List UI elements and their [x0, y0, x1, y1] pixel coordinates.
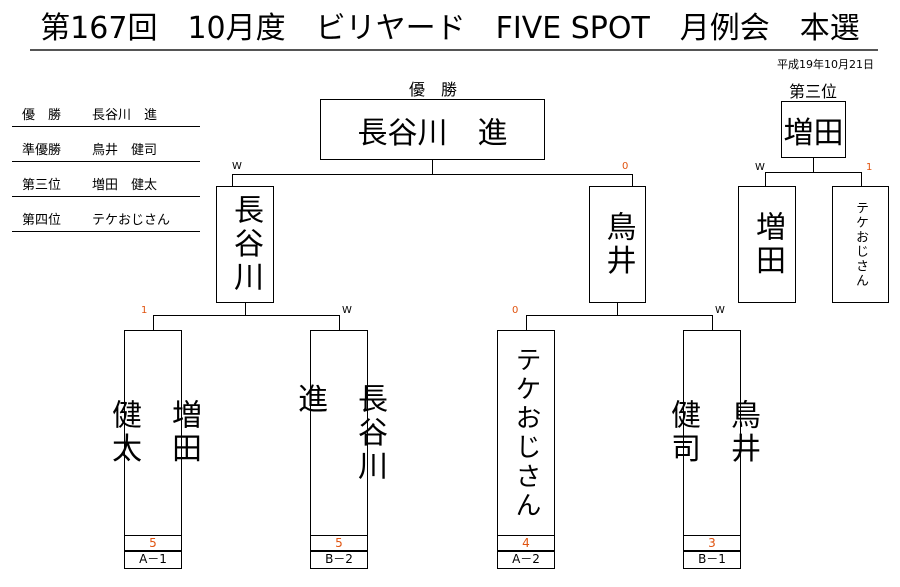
bracket-line	[245, 303, 246, 315]
player-score: 3	[683, 535, 741, 551]
result-row-1: 優 勝 長谷川 進	[12, 104, 200, 127]
player-score: 4	[497, 535, 555, 551]
result-rank: 準優勝	[22, 143, 62, 158]
player-box: 増田 健太	[106, 330, 201, 536]
third-right-mark: 1	[866, 162, 873, 173]
third-place-name: 増田	[783, 115, 844, 151]
player-score: 5	[124, 535, 182, 551]
player-score: 5	[310, 535, 368, 551]
result-rank: 第三位	[22, 178, 62, 193]
final-left-mark: W	[232, 161, 242, 172]
final-right-mark: 0	[622, 161, 629, 172]
player-group: B－2	[310, 551, 368, 569]
third-left-mark: W	[755, 162, 765, 173]
bracket-line	[526, 315, 712, 316]
third-player-name: テケおじさん	[853, 200, 868, 289]
third-place-caption: 第三位	[788, 82, 837, 101]
third-place-box: 増田	[781, 101, 846, 158]
player-box: テケおじさん	[497, 330, 555, 536]
player-name: 鳥井 健司	[665, 399, 760, 467]
bracket-line	[861, 172, 862, 186]
third-player-box: テケおじさん	[832, 186, 889, 303]
third-player-name: 増田	[750, 210, 785, 279]
event-date: 平成19年10月21日	[777, 58, 874, 71]
player-name: 増田 健太	[106, 399, 201, 467]
result-name: テケおじさん	[92, 213, 171, 228]
semi-mark: W	[715, 305, 725, 316]
page-title: 第167回 10月度 ビリヤード FIVE SPOT 月例会 本選	[40, 11, 860, 46]
semi-name: 鳥井	[600, 210, 636, 279]
title-underline	[30, 49, 878, 51]
bracket-line	[765, 172, 861, 173]
result-name: 増田 健太	[92, 178, 158, 193]
bracket-line	[432, 160, 433, 174]
result-rank: 第四位	[22, 213, 62, 228]
player-group: A－2	[497, 551, 555, 569]
semi-mark: 0	[512, 305, 519, 316]
bracket-line	[232, 174, 632, 175]
bracket-line	[632, 174, 633, 186]
third-player-box: 増田	[738, 186, 796, 303]
result-rank: 優 勝	[22, 108, 62, 123]
player-group: B－1	[683, 551, 741, 569]
semi-name: 長谷川	[228, 194, 263, 295]
champion-box: 長谷川 進	[320, 99, 545, 160]
bracket-line	[526, 315, 527, 330]
bracket-line	[813, 158, 814, 172]
player-group: A－1	[124, 551, 182, 569]
result-row-3: 第三位 増田 健太	[12, 174, 200, 197]
result-name: 鳥井 健司	[92, 143, 158, 158]
result-row-4: 第四位 テケおじさん	[12, 209, 200, 232]
player-name: 長谷川 進	[292, 382, 387, 484]
bracket-line	[339, 315, 340, 330]
bracket-line	[232, 174, 233, 186]
final-caption: 優 勝	[408, 80, 457, 99]
bracket-line	[712, 315, 713, 330]
semi-mark: W	[342, 305, 352, 316]
bracket-line	[617, 303, 618, 315]
semi-box-right: 鳥井	[589, 186, 646, 303]
semi-mark: 1	[141, 305, 148, 316]
champion-name: 長谷川 進	[357, 115, 508, 151]
result-row-2: 準優勝 鳥井 健司	[12, 139, 200, 162]
player-box: 鳥井 健司	[665, 330, 760, 536]
player-name: テケおじさん	[511, 345, 541, 521]
bracket-line	[765, 172, 766, 186]
result-name: 長谷川 進	[92, 108, 158, 123]
semi-box-left: 長谷川	[216, 186, 274, 303]
bracket-line	[153, 315, 154, 330]
player-box: 長谷川 進	[292, 330, 387, 536]
bracket-line	[153, 315, 339, 316]
